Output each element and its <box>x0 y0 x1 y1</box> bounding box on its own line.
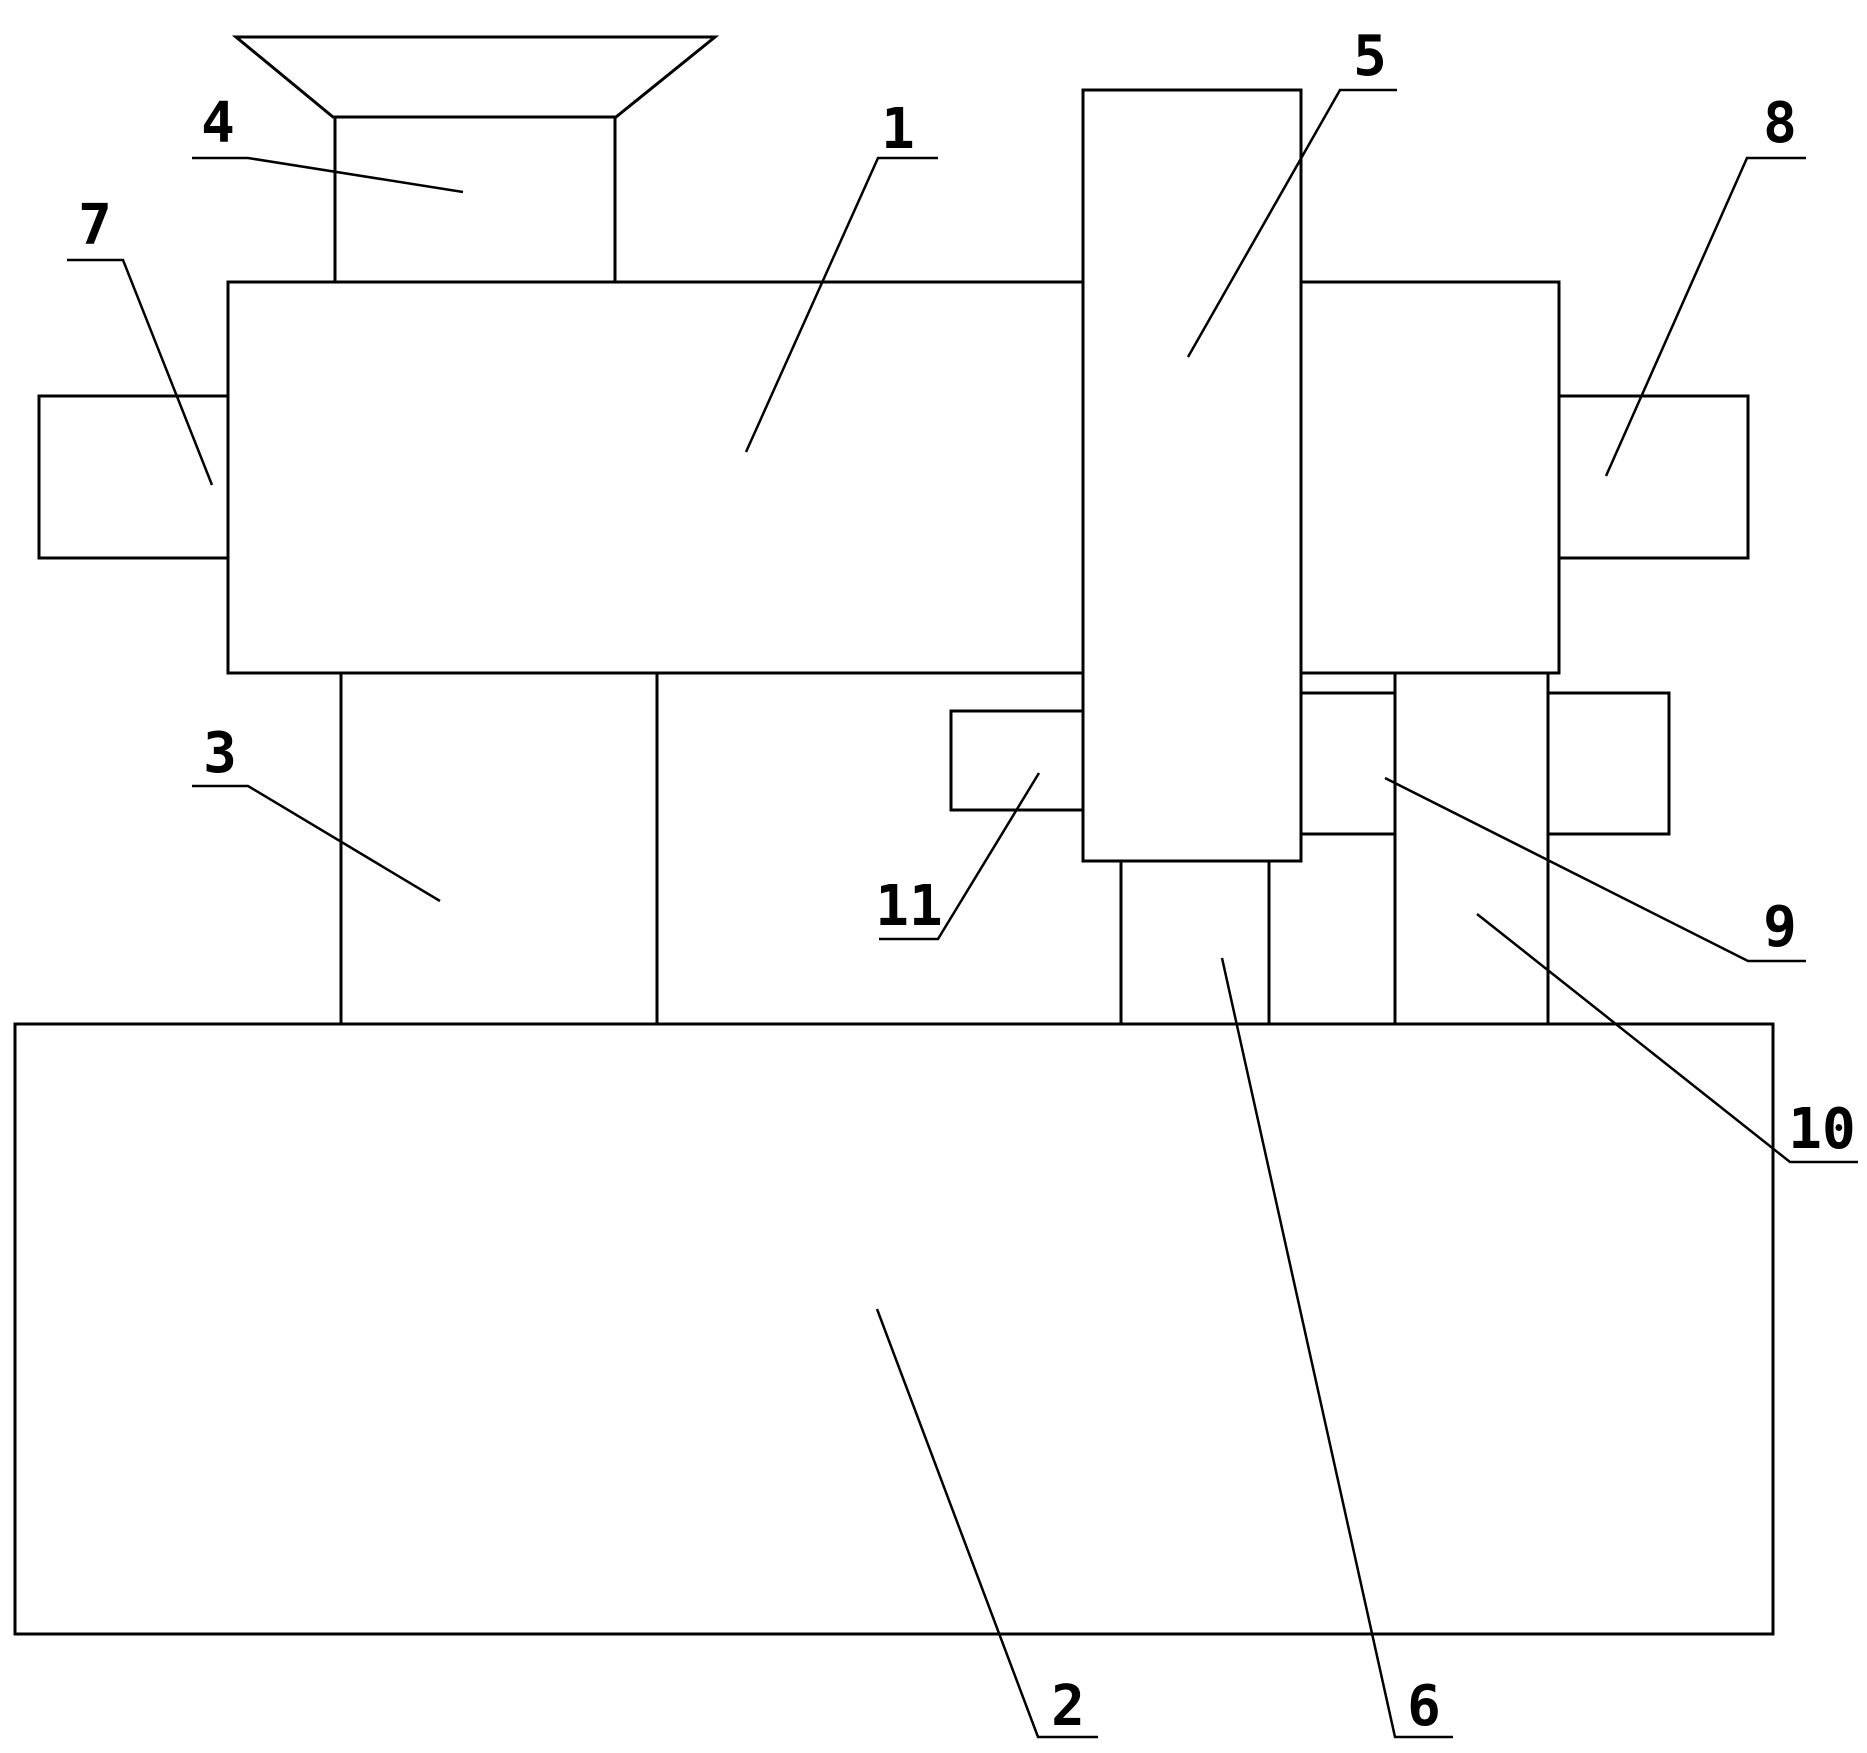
leader-2 <box>875 1308 1098 1739</box>
leader-4 <box>192 156 464 194</box>
leader-7 <box>67 258 214 486</box>
label-2: 2 <box>1051 1674 1085 1739</box>
leader-6 <box>1220 957 1453 1739</box>
leader-3 <box>192 784 441 903</box>
label-10: 10 <box>1788 1097 1855 1162</box>
label-4: 4 <box>201 91 235 156</box>
leader-5 <box>1186 88 1397 358</box>
part-11-block <box>949 709 1085 812</box>
part-2-base <box>13 1022 1775 1636</box>
part-6-post <box>1119 859 1271 1026</box>
leader-11 <box>879 772 1041 941</box>
leader-1 <box>744 156 938 453</box>
label-8: 8 <box>1763 91 1797 156</box>
part-4-hopper-funnel <box>231 35 720 119</box>
leader-10 <box>1476 913 1858 1164</box>
part-5-column <box>1081 88 1303 863</box>
part-8-right-shaft <box>1557 394 1750 560</box>
label-3: 3 <box>203 721 237 786</box>
label-1: 1 <box>881 97 915 162</box>
leader-9 <box>1384 776 1806 963</box>
part-4-hopper-neck <box>333 115 617 284</box>
label-7: 7 <box>78 193 112 258</box>
part-1-main-body <box>226 280 1561 675</box>
label-9: 9 <box>1763 895 1797 960</box>
leader-8 <box>1604 156 1806 477</box>
label-5: 5 <box>1353 24 1387 89</box>
part-7-left-shaft <box>37 394 230 560</box>
label-6: 6 <box>1407 1674 1441 1739</box>
label-11: 11 <box>875 874 942 939</box>
